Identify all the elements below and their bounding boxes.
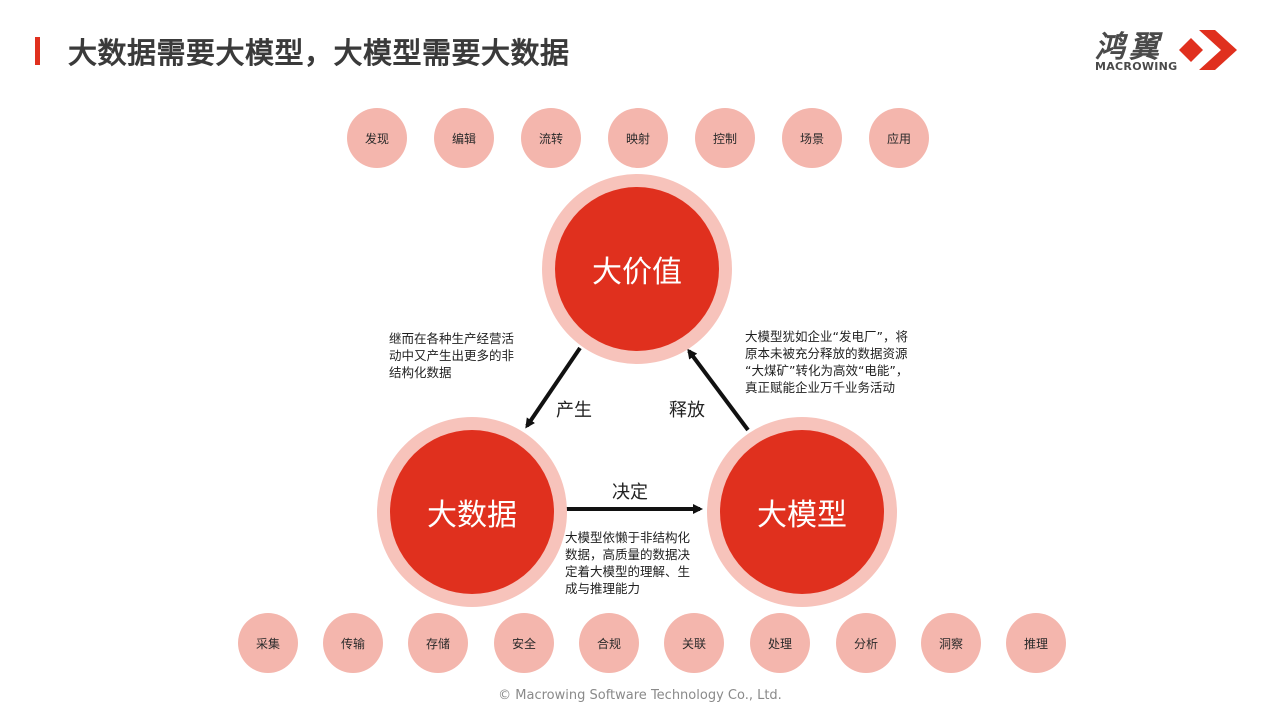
note-right-line: 原本未被充分释放的数据资源 [745, 346, 908, 361]
note-left-line: 动中又产生出更多的非 [389, 348, 515, 363]
chip-top-6: 场景 [782, 108, 842, 168]
chip-top-1: 发现 [347, 108, 407, 168]
chip-bottom-3: 存储 [408, 613, 468, 673]
chip-top-7: 应用 [869, 108, 929, 168]
chip-bottom-4: 安全 [494, 613, 554, 673]
chip-bottom-6: 关联 [664, 613, 724, 673]
note-left: 继而在各种生产经营活 动中又产生出更多的非 结构化数据 [389, 330, 514, 381]
node-big-data: 大数据 [377, 417, 567, 607]
logo-english-text: MACROWING [1095, 60, 1178, 73]
logo-chinese-text: 鸿翼 [1095, 30, 1163, 65]
chip-top-3: 流转 [521, 108, 581, 168]
page-title: 大数据需要大模型，大模型需要大数据 [68, 36, 570, 70]
chip-top-4: 映射 [608, 108, 668, 168]
note-bottom: 大模型依懒于非结构化 数据，高质量的数据决 定着大模型的理解、生 成与推理能力 [565, 529, 690, 597]
chip-bottom-2: 传输 [323, 613, 383, 673]
note-right-line: “大煤矿”转化为高效“电能”， [745, 363, 909, 378]
chip-bottom-1: 采集 [238, 613, 298, 673]
copyright-footer: © Macrowing Software Technology Co., Ltd… [498, 688, 782, 703]
note-left-line: 结构化数据 [389, 365, 452, 380]
note-bottom-line: 数据，高质量的数据决 [565, 547, 691, 562]
note-bottom-line: 成与推理能力 [565, 581, 641, 596]
note-right-line: 真正赋能企业万千业务活动 [745, 380, 896, 395]
chip-bottom-10: 推理 [1006, 613, 1066, 673]
arrow-produce [525, 346, 582, 429]
company-logo: 鸿翼 MACROWING [1093, 22, 1253, 78]
node-big-model: 大模型 [707, 417, 897, 607]
arrow-release [687, 348, 750, 432]
node-big-model-label: 大模型 [720, 430, 884, 594]
logo-mark-icon [1179, 30, 1237, 70]
edge-label-release: 释放 [669, 400, 705, 421]
note-right: 大模型犹如企业“发电厂”，将 原本未被充分释放的数据资源 “大煤矿”转化为高效“… [745, 328, 908, 396]
node-big-value-label: 大价值 [555, 187, 719, 351]
note-left-line: 继而在各种生产经营活 [389, 331, 515, 346]
note-bottom-line: 大模型依懒于非结构化 [565, 530, 691, 545]
chip-bottom-5: 合规 [579, 613, 639, 673]
node-big-value: 大价值 [542, 174, 732, 364]
chip-top-5: 控制 [695, 108, 755, 168]
chip-bottom-8: 分析 [836, 613, 896, 673]
edge-label-produce: 产生 [556, 400, 592, 421]
chip-bottom-7: 处理 [750, 613, 810, 673]
chip-top-2: 编辑 [434, 108, 494, 168]
title-accent-bar [35, 37, 40, 65]
chip-bottom-9: 洞察 [921, 613, 981, 673]
note-right-line: 大模型犹如企业“发电厂”，将 [745, 329, 908, 344]
edge-label-decide: 决定 [612, 482, 648, 503]
note-bottom-line: 定着大模型的理解、生 [565, 564, 691, 579]
node-big-data-label: 大数据 [390, 430, 554, 594]
